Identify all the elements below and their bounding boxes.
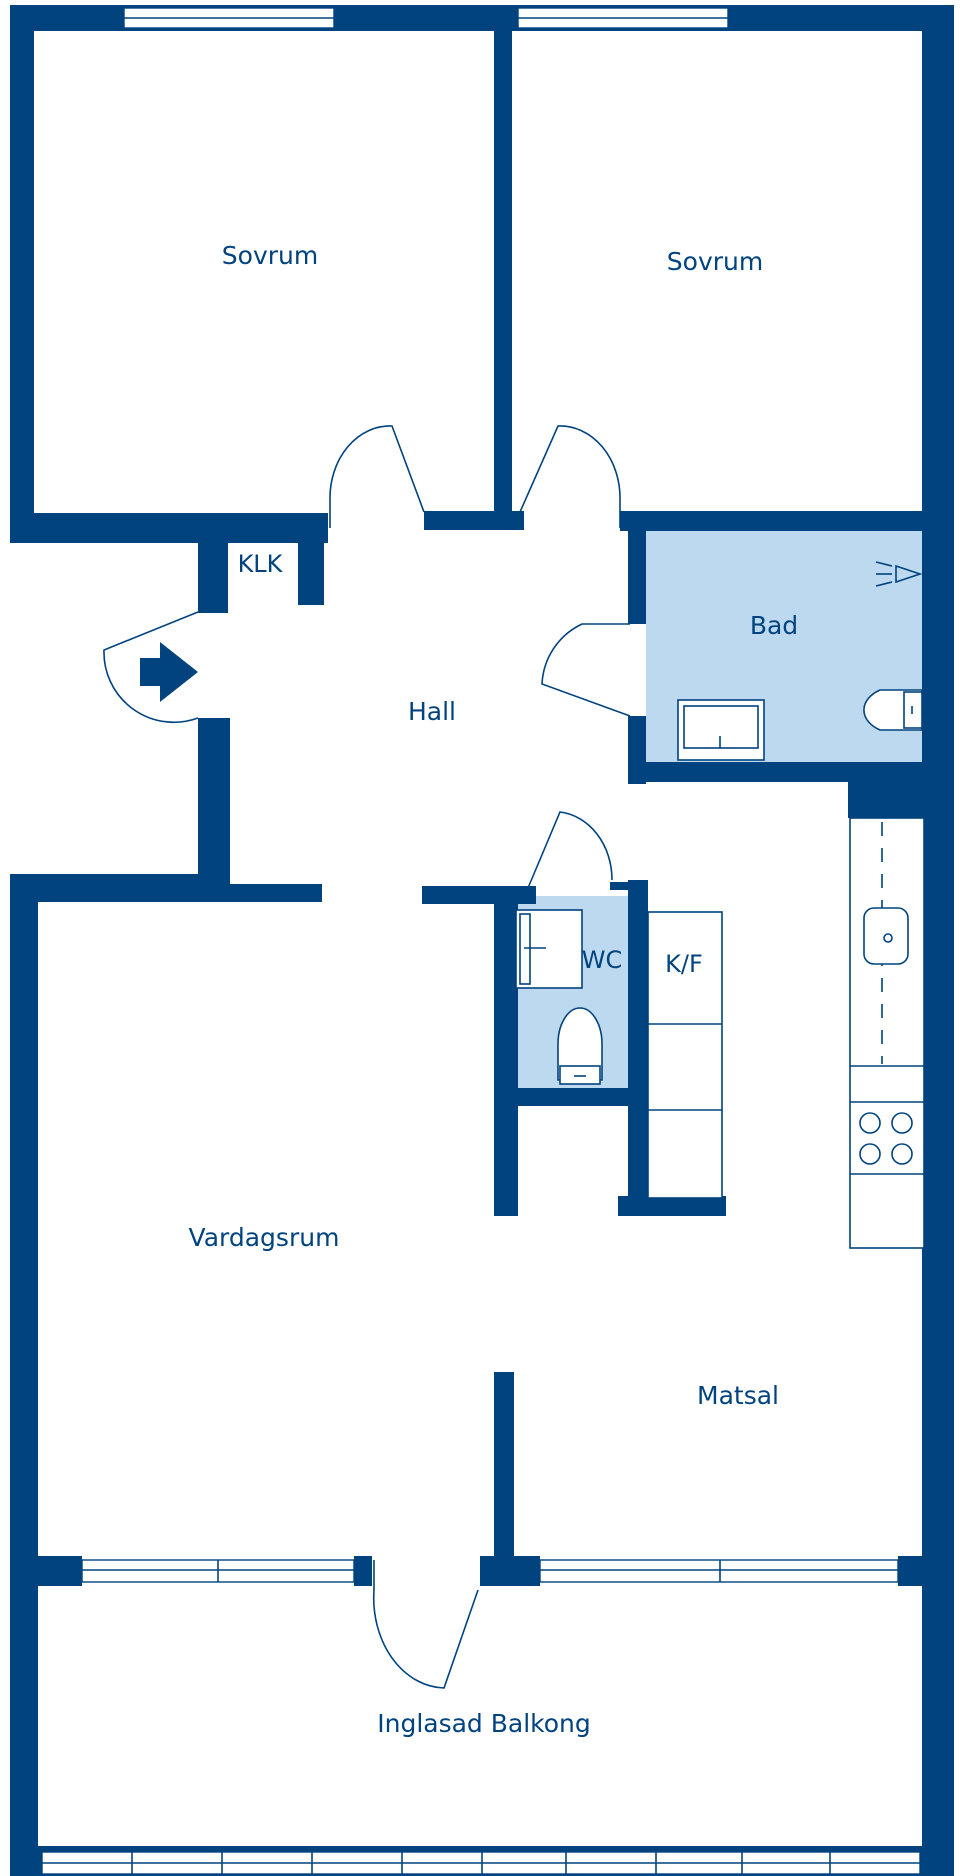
label-klk: KLK xyxy=(238,550,284,578)
exterior-walls xyxy=(10,5,954,1876)
label-hall: Hall xyxy=(408,697,456,726)
label-matsal: Matsal xyxy=(697,1381,779,1410)
doors xyxy=(103,425,631,1689)
label-vardagsrum: Vardagsrum xyxy=(189,1223,340,1252)
label-bad: Bad xyxy=(750,611,798,640)
wc-shower-icon xyxy=(515,909,583,989)
label-balkong: Inglasad Balkong xyxy=(377,1709,591,1738)
label-sovrum-2: Sovrum xyxy=(667,247,763,276)
interior-walls xyxy=(10,31,954,1586)
label-wc: WC xyxy=(582,946,623,974)
wc-toilet-icon xyxy=(557,1007,603,1085)
label-kf: K/F xyxy=(665,950,703,978)
label-sovrum-1: Sovrum xyxy=(222,241,318,270)
stove-icon xyxy=(859,1112,913,1165)
entrance-arrow-icon xyxy=(140,642,198,702)
light-fixture-icon xyxy=(875,561,923,587)
windows xyxy=(41,7,921,1875)
sink-icon xyxy=(863,907,909,965)
shower-icon xyxy=(677,699,765,761)
kitchen-counter xyxy=(849,817,925,1249)
toilet-icon xyxy=(863,689,923,731)
kf-closet xyxy=(647,911,723,1199)
